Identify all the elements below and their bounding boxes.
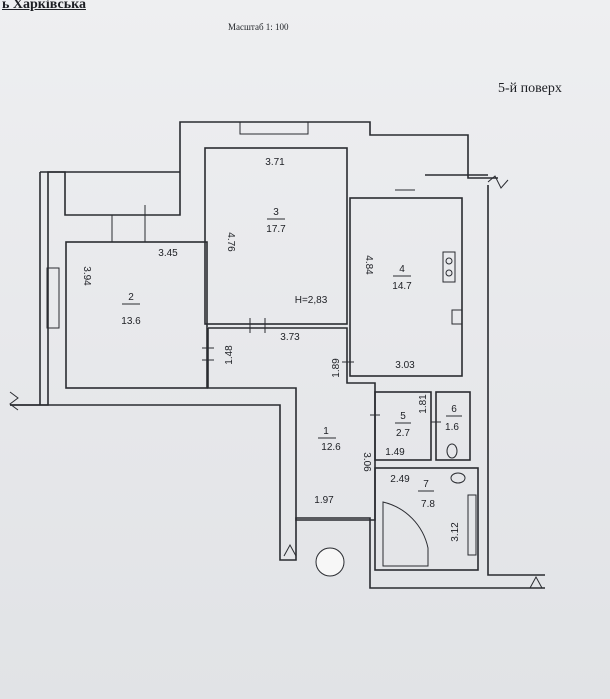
wall-east	[487, 185, 545, 576]
dimension-room-7-height: 3.12	[450, 522, 461, 542]
street-name: ь Харківська	[2, 0, 86, 12]
wall-south-corridor	[10, 404, 545, 589]
dimension-corridor-height: 1.48	[224, 345, 235, 365]
room-labels: 1 12.6 2 13.6 3 17.7 4 14.7 5 2.7 6 1.6 …	[121, 207, 462, 510]
dimension-room-5-width: 1.49	[385, 447, 405, 458]
dimension-corridor-width: 3.73	[280, 332, 300, 343]
door-swing-room-7	[382, 501, 429, 567]
dimension-room-3-width: 3.71	[265, 157, 285, 168]
room-3-number: 3	[273, 207, 279, 218]
window-balcony	[46, 267, 60, 329]
room-4-walls	[349, 197, 463, 377]
room-2-number: 2	[128, 292, 134, 303]
room-2-area: 13.6	[121, 316, 141, 327]
floor-label: 5-й поверх	[498, 81, 562, 96]
room-3-walls	[204, 147, 348, 325]
bathtub-icon	[467, 494, 477, 556]
dimension-labels: 3.71 4.76 3.45 3.94 H=2,83 3.73 1.48 4.8…	[81, 157, 461, 542]
room-7-walls	[374, 467, 479, 571]
break-mark-south	[283, 543, 297, 557]
break-mark-west	[9, 391, 19, 411]
dimension-corridor-step: 1.89	[331, 358, 342, 378]
dimension-room-2-height: 3.94	[81, 266, 92, 286]
wall-west-balcony	[10, 121, 498, 406]
room-2-walls	[65, 241, 208, 389]
room-1-number: 1	[323, 426, 329, 437]
dimension-room-2-width: 3.45	[158, 248, 178, 259]
dimension-ceiling-height: H=2,83	[295, 295, 328, 306]
column-circle	[315, 547, 345, 577]
dimension-room-4-width: 3.03	[395, 360, 415, 371]
room-4-number: 4	[399, 264, 405, 275]
room-4-area: 14.7	[392, 281, 412, 292]
break-mark-southeast	[529, 575, 543, 589]
burner-icon	[445, 269, 453, 277]
burner-icon	[445, 257, 453, 265]
room-7-number: 7	[423, 479, 429, 490]
dimension-room-3-height: 4.76	[225, 232, 236, 252]
dimension-room-4-height: 4.84	[363, 255, 374, 275]
room-6-walls	[435, 391, 471, 461]
sink-icon	[451, 309, 463, 325]
dimension-room-7-width: 2.49	[390, 474, 410, 485]
room-3-area: 17.7	[266, 224, 286, 235]
room-5-walls	[374, 391, 432, 461]
stove-icon	[442, 251, 456, 283]
dimension-corridor-depth: 3.06	[361, 452, 372, 472]
room-5-number: 5	[400, 411, 406, 422]
dimension-entry-width: 1.97	[314, 495, 334, 506]
toilet-icon	[446, 443, 458, 459]
washbasin-icon	[450, 472, 466, 484]
room-6-area: 1.6	[445, 422, 459, 433]
room-1-area: 12.6	[321, 442, 341, 453]
window-room-3	[239, 121, 309, 135]
dimension-room-5-height: 1.81	[418, 394, 429, 414]
room-7-area: 7.8	[421, 499, 435, 510]
break-mark-east	[487, 175, 509, 189]
scale-label: Масштаб 1: 100	[228, 22, 289, 32]
room-5-area: 2.7	[396, 428, 410, 439]
room-6-number: 6	[451, 404, 457, 415]
